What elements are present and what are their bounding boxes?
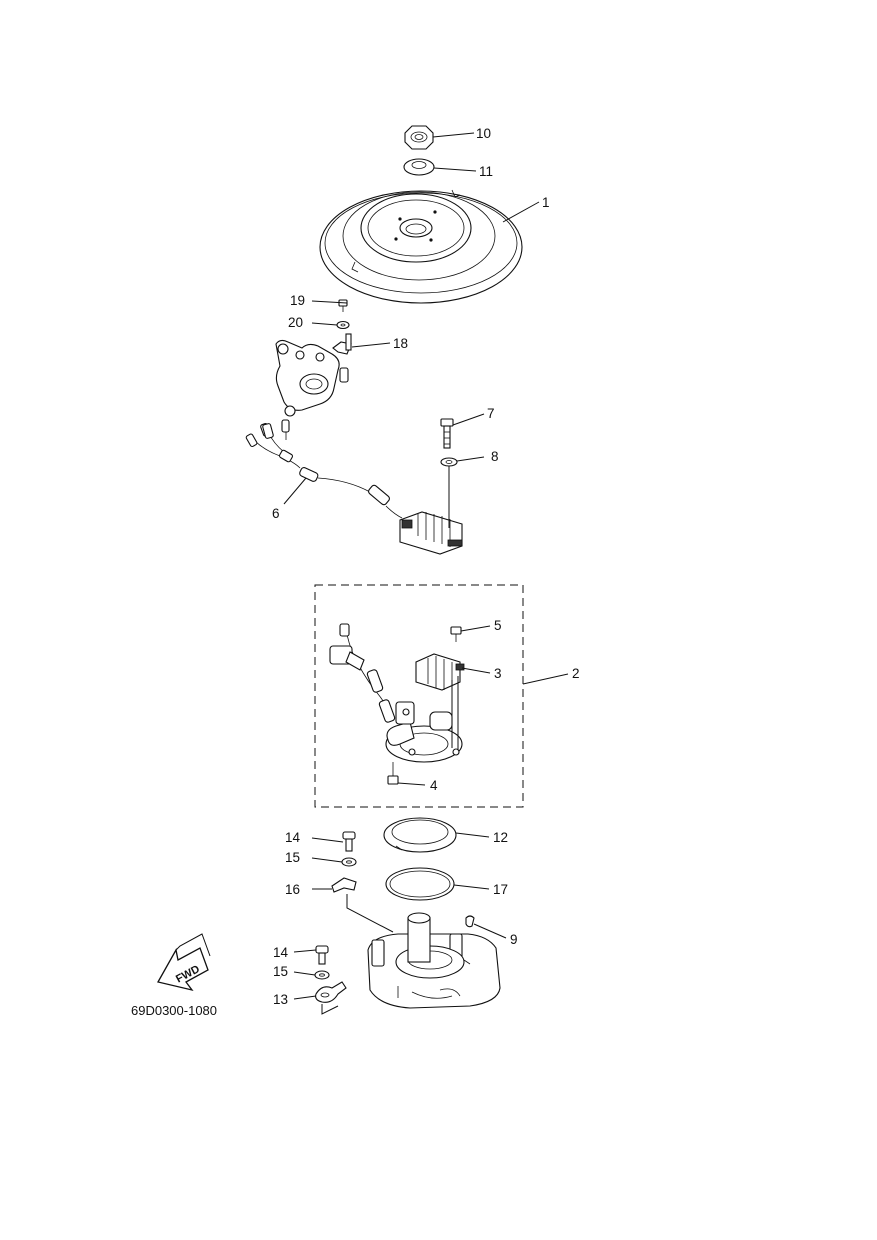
pulser-coil-bracket	[275, 339, 340, 417]
callout-16: 16	[285, 882, 300, 897]
callout-17: 17	[493, 882, 508, 897]
pulser-clamp	[332, 333, 352, 383]
callout-10: 10	[476, 126, 491, 141]
engine-housing	[367, 912, 501, 1009]
base-screw	[387, 762, 399, 785]
woodruff-key	[465, 915, 475, 928]
magneto-ring	[383, 817, 457, 853]
fwd-arrow-icon: FWD	[157, 933, 211, 992]
pulser-washer	[336, 320, 350, 330]
rectifier-coil	[399, 511, 463, 555]
wire-clamp-upper	[331, 877, 357, 893]
stator-assembly	[329, 623, 465, 763]
callout-15-upper: 15	[285, 850, 300, 865]
callout-20: 20	[288, 315, 303, 330]
callout-18: 18	[393, 336, 408, 351]
flywheel-washer	[403, 158, 435, 176]
leader-lines	[283, 132, 569, 1000]
coil-screw	[450, 626, 462, 642]
washer-lower	[314, 970, 330, 980]
callout-8: 8	[491, 449, 499, 464]
callout-7: 7	[487, 406, 495, 421]
callout-11: 11	[479, 164, 493, 179]
callouts: 10 11 1 19 20 18 7 8 6 5 3 2 4 14 12 15 …	[272, 126, 580, 1007]
screw-lower	[315, 945, 329, 965]
o-ring	[385, 867, 455, 901]
flywheel-magnet	[319, 189, 523, 304]
wire-clamp-lower	[315, 981, 347, 1003]
callout-1: 1	[542, 195, 550, 210]
coil-washer	[440, 457, 458, 467]
coil-bolt	[440, 418, 454, 449]
callout-5: 5	[494, 618, 502, 633]
callout-19: 19	[290, 293, 305, 308]
callout-12: 12	[493, 830, 508, 845]
callout-14-upper: 14	[285, 830, 301, 845]
pulser-screw	[338, 299, 348, 312]
callout-13: 13	[273, 992, 288, 1007]
screw-upper	[342, 831, 356, 852]
callout-14-lower: 14	[273, 945, 289, 960]
callout-4: 4	[430, 778, 438, 793]
stator-assembly-box	[314, 584, 524, 808]
callout-15-lower: 15	[273, 964, 288, 979]
callout-6: 6	[272, 506, 280, 521]
pulser-leads	[245, 419, 403, 519]
flywheel-nut	[404, 125, 434, 150]
callout-2: 2	[572, 666, 580, 681]
drawing-code: 69D0300-1080	[131, 1003, 217, 1018]
callout-3: 3	[494, 666, 502, 681]
callout-9: 9	[510, 932, 518, 947]
washer-upper	[341, 857, 357, 867]
